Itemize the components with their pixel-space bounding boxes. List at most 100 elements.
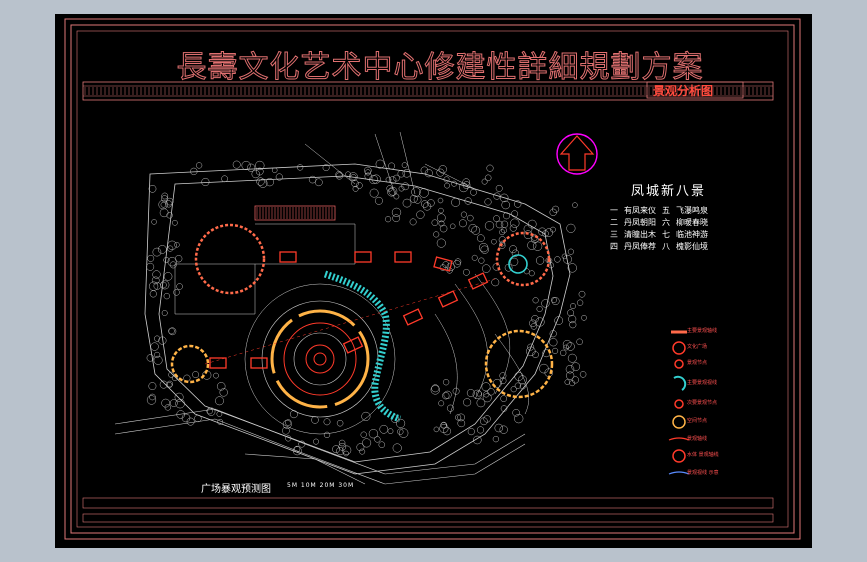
- tree-icon: [194, 414, 202, 423]
- tree-icon: [443, 390, 452, 399]
- tree-icon: [411, 187, 421, 197]
- tree-icon: [438, 220, 445, 227]
- plaza-hatching: [254, 205, 336, 221]
- tree-icon: [491, 238, 497, 245]
- tree-icon: [364, 169, 371, 176]
- tree-icon: [311, 416, 319, 424]
- tree-icon: [289, 410, 298, 419]
- tree-icon: [368, 429, 379, 439]
- tree-icon: [500, 395, 508, 402]
- tree-icon: [493, 192, 501, 200]
- tree-icon: [436, 213, 446, 223]
- tree-icon: [554, 316, 564, 325]
- tree-icon: [165, 200, 173, 208]
- tree-icon: [463, 398, 472, 407]
- north-arrow-icon: [556, 133, 598, 175]
- tree-icon: [438, 165, 447, 174]
- tree-icon: [486, 164, 494, 172]
- legend-item: 水体 景观轴线: [687, 452, 719, 458]
- central-plaza: [244, 283, 396, 435]
- outer-frame: [64, 18, 801, 540]
- tree-icon: [387, 187, 396, 197]
- tree-icon: [514, 382, 522, 389]
- tree-icon: [392, 214, 401, 223]
- tree-icon: [419, 188, 429, 198]
- tree-icon: [536, 305, 543, 313]
- landscape-axis-nodes: [209, 251, 489, 369]
- tree-icon: [388, 162, 396, 170]
- cad-drawing-viewport[interactable]: 長壽文化艺术中心修建性詳細規劃方案 景观分析图 凤城新八景 一有凤来仪五飞瀑鸣泉…: [55, 14, 812, 548]
- tree-icon: [364, 166, 372, 175]
- tree-icon: [388, 176, 397, 184]
- tree-icon: [308, 175, 317, 184]
- tree-icon: [500, 405, 508, 412]
- tree-icon: [499, 377, 507, 385]
- water-stream: [323, 270, 402, 423]
- tree-icon: [452, 387, 460, 395]
- tree-icon: [482, 264, 491, 273]
- tree-icon: [152, 270, 161, 279]
- tree-icon: [437, 197, 444, 204]
- tree-icon: [362, 438, 372, 448]
- tree-icon: [350, 174, 357, 181]
- tree-icon: [217, 418, 224, 425]
- tree-icon: [482, 393, 492, 403]
- tree-icon: [175, 398, 185, 409]
- tree-icon: [563, 254, 572, 264]
- tree-icon: [576, 299, 584, 306]
- tree-icon: [391, 207, 402, 218]
- tree-icon: [443, 176, 450, 183]
- tree-icon: [416, 210, 425, 219]
- decorative-band: [82, 81, 774, 101]
- tree-icon: [153, 355, 163, 365]
- tree-icon: [561, 253, 568, 260]
- legend-symbol-icon: [674, 399, 684, 409]
- tree-icon: [371, 174, 381, 184]
- tree-icon: [481, 178, 488, 185]
- tree-icon: [549, 208, 557, 216]
- tree-icon: [565, 364, 575, 374]
- legend-item: 次要景观节点: [687, 400, 718, 406]
- scenic-row: 三清瞳出木七临池神游: [610, 230, 708, 239]
- legend-item: 景观轴线: [687, 436, 708, 442]
- scenic-row: 四丹凤俸荐八槐影仙境: [610, 242, 708, 251]
- tree-icon: [292, 446, 302, 456]
- tree-icon: [564, 379, 571, 385]
- tree-icon: [567, 248, 574, 255]
- tree-icon: [550, 226, 556, 233]
- tree-icon: [499, 193, 509, 203]
- tree-icon: [538, 227, 547, 236]
- tree-icon: [511, 210, 519, 218]
- tree-icon: [323, 418, 331, 426]
- tree-icon: [484, 221, 495, 231]
- tree-icon: [374, 196, 383, 205]
- tree-icon: [431, 219, 439, 226]
- tree-icon: [392, 443, 402, 453]
- tree-icon: [219, 388, 228, 397]
- tree-icon: [216, 411, 223, 417]
- tree-icon: [518, 375, 527, 385]
- tree-icon: [567, 309, 575, 317]
- tree-icon: [206, 407, 213, 415]
- tree-icon: [442, 261, 450, 268]
- legend-symbol-icon: [672, 415, 686, 429]
- tree-icon: [424, 169, 433, 178]
- tree-icon: [364, 172, 372, 180]
- tree-icon: [148, 184, 157, 193]
- scale-label: 广场暴观预测图: [201, 484, 271, 495]
- tree-icon: [433, 426, 440, 433]
- tree-icon: [498, 242, 506, 249]
- tree-icon: [480, 417, 488, 426]
- tree-icon: [430, 385, 440, 395]
- tree-icon: [167, 245, 174, 252]
- scenic-row: 二丹凤朝阳六柳暖春晓: [610, 218, 708, 227]
- tree-icon: [379, 424, 389, 434]
- tree-icon: [544, 228, 554, 237]
- tree-icon: [215, 396, 224, 406]
- tree-icon: [527, 240, 537, 250]
- tree-icon: [567, 353, 577, 363]
- tree-icon: [216, 382, 226, 391]
- tree-icon: [221, 175, 228, 183]
- tree-icon: [566, 223, 576, 233]
- legend-item: 景观节点: [687, 360, 708, 366]
